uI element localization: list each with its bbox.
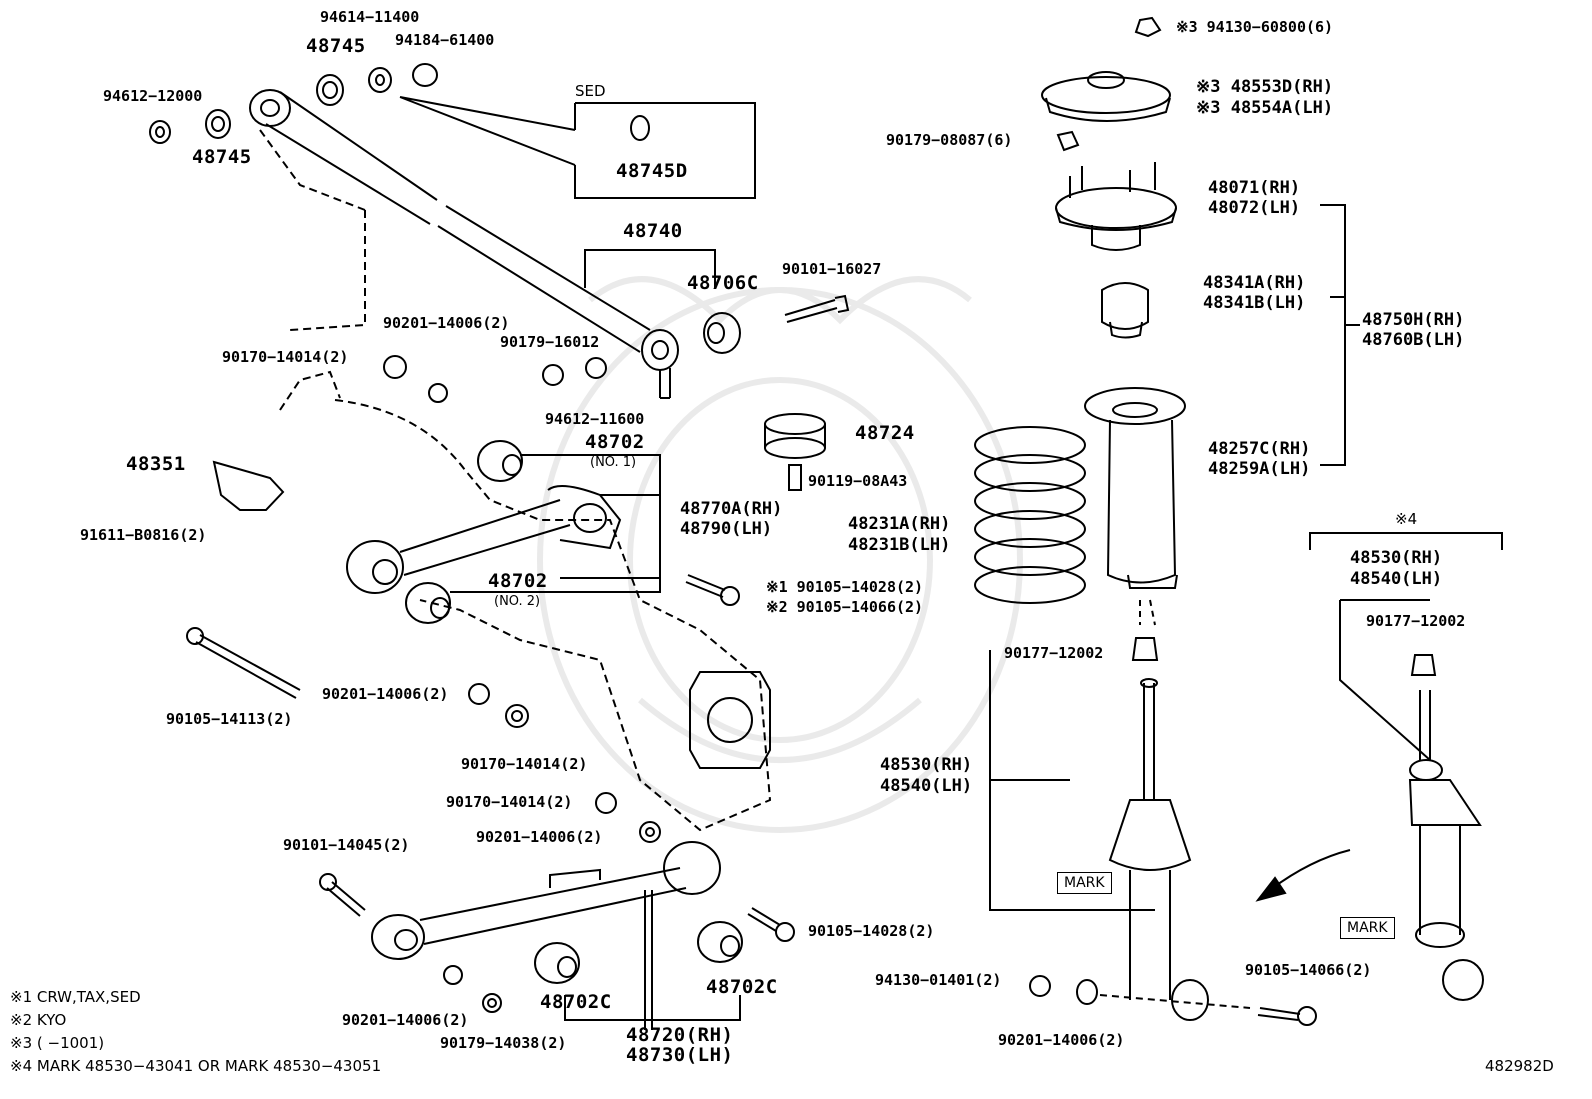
part-48720-rh: 48720(RH) (626, 1024, 734, 1046)
strut-mount-parts (1041, 16, 1186, 589)
shock-absorber-main (1108, 637, 1209, 1021)
part-94130-01401: 94130−01401(2) (875, 971, 1002, 989)
part-48702C-a: 48702C (540, 991, 612, 1013)
part-90105-14113: 90105−14113(2) (166, 710, 293, 728)
part-94612-12000: 94612−12000 (103, 87, 203, 105)
part-90201-14006-a: 90201−14006(2) (383, 314, 510, 332)
lower-control-arm-upper (346, 440, 622, 624)
diagram-id: 482982D (1485, 1057, 1554, 1075)
upper-control-rod (249, 89, 679, 399)
part-90105-14066-a: ※2 90105−14066(2) (766, 598, 924, 616)
part-48730-lh: 48730(LH) (626, 1044, 734, 1066)
part-90105-14028-a: ※1 90105−14028(2) (766, 578, 924, 596)
part-90177-12002: 90177−12002 (1004, 644, 1104, 662)
part-48553D-rh: ※3 48553D(RH) (1196, 77, 1334, 97)
footnote-4: ※4 MARK 48530−43041 OR MARK 48530−43051 (10, 1057, 382, 1075)
part-90179-14038: 90179−14038(2) (440, 1034, 567, 1052)
part-90101-14045: 90101−14045(2) (283, 836, 410, 854)
no1-label: (NO. 1) (590, 455, 637, 470)
part-48745-top: 48745 (306, 35, 366, 57)
part-90201-14006-d: 90201−14006(2) (342, 1011, 469, 1029)
part-90201-14006-e: 90201−14006(2) (998, 1031, 1125, 1049)
footnote-1: ※1 CRW,TAX,SED (10, 988, 141, 1006)
part-94612-11600: 94612−11600 (545, 410, 645, 428)
part-48702C-b: 48702C (706, 976, 778, 998)
part-90170-14014-b: 90170−14014(2) (461, 755, 588, 773)
part-48231A-rh: 48231A(RH) (848, 514, 951, 534)
part-90179-16012: 90179−16012 (500, 333, 600, 351)
part-48750H-rh: 48750H(RH) (1362, 310, 1465, 330)
part-90170-14014-c: 90170−14014(2) (446, 793, 573, 811)
part-90105-14066-b: 90105−14066(2) (1245, 961, 1372, 979)
part-48530-rh: 48530(RH) (880, 755, 973, 775)
part-48724: 48724 (855, 422, 915, 444)
part-48259A-lh: 48259A(LH) (1208, 459, 1311, 479)
footnote-2: ※2 KYO (10, 1011, 67, 1029)
shock-absorber-alt (1408, 654, 1484, 1001)
sed-box (574, 102, 756, 199)
part-48554A-lh: ※3 48554A(LH) (1196, 98, 1334, 118)
part-48745D: 48745D (616, 160, 688, 182)
mark-box-main: MARK (1057, 872, 1112, 894)
part-48351: 48351 (126, 453, 186, 475)
part-91611-B0816: 91611−B0816(2) (80, 526, 207, 544)
footnote-3: ※3 ( −1001) (10, 1034, 105, 1052)
part-94130-60800: ※3 94130−60800(6) (1176, 18, 1334, 36)
coil-spring (974, 426, 1086, 604)
part-90119-08A43: 90119−08A43 (808, 472, 908, 490)
sed-box-title: SED (575, 82, 606, 100)
part-48341A-rh: 48341A(RH) (1203, 273, 1306, 293)
part-48071-rh: 48071(RH) (1208, 178, 1301, 198)
part-48257C-rh: 48257C(RH) (1208, 439, 1311, 459)
part-48740: 48740 (623, 220, 683, 242)
part-48790-lh: 48790(LH) (680, 519, 773, 539)
part-90201-14006-b: 90201−14006(2) (322, 685, 449, 703)
part-48231B-lh: 48231B(LH) (848, 535, 951, 555)
part-48706C: 48706C (687, 272, 759, 294)
part-48770A-rh: 48770A(RH) (680, 499, 783, 519)
part-48540-lh-alt: 48540(LH) (1350, 569, 1443, 589)
part-48341B-lh: 48341B(LH) (1203, 293, 1306, 313)
part-90201-14006-c: 90201−14006(2) (476, 828, 603, 846)
part-48760B-lh: 48760B(LH) (1362, 330, 1465, 350)
mark-box-alt: MARK (1340, 917, 1395, 939)
part-48530-rh-alt: 48530(RH) (1350, 548, 1443, 568)
part-48540-lh: 48540(LH) (880, 776, 973, 796)
part-90170-14014-a: 90170−14014(2) (222, 348, 349, 366)
part-48072-lh: 48072(LH) (1208, 198, 1301, 218)
part-48702-no2: 48702 (488, 570, 548, 592)
no2-label: (NO. 2) (494, 594, 541, 609)
lower-control-arm-lower (371, 841, 743, 984)
axle-housing (334, 399, 772, 832)
part-94614-11400: 94614−11400 (320, 8, 420, 26)
part-90179-08087: 90179−08087(6) (886, 131, 1013, 149)
part-90177-12002-alt: 90177−12002 (1366, 612, 1466, 630)
part-48745-left: 48745 (192, 146, 252, 168)
part-94184-61400: 94184−61400 (395, 31, 495, 49)
watermark-emblem (537, 276, 1023, 833)
note-4-marker: ※4 (1395, 510, 1418, 528)
part-90101-16027: 90101−16027 (782, 260, 882, 278)
bushings-top (149, 63, 438, 144)
part-48702-no1: 48702 (585, 431, 645, 453)
part-90105-14028-b: 90105−14028(2) (808, 922, 935, 940)
